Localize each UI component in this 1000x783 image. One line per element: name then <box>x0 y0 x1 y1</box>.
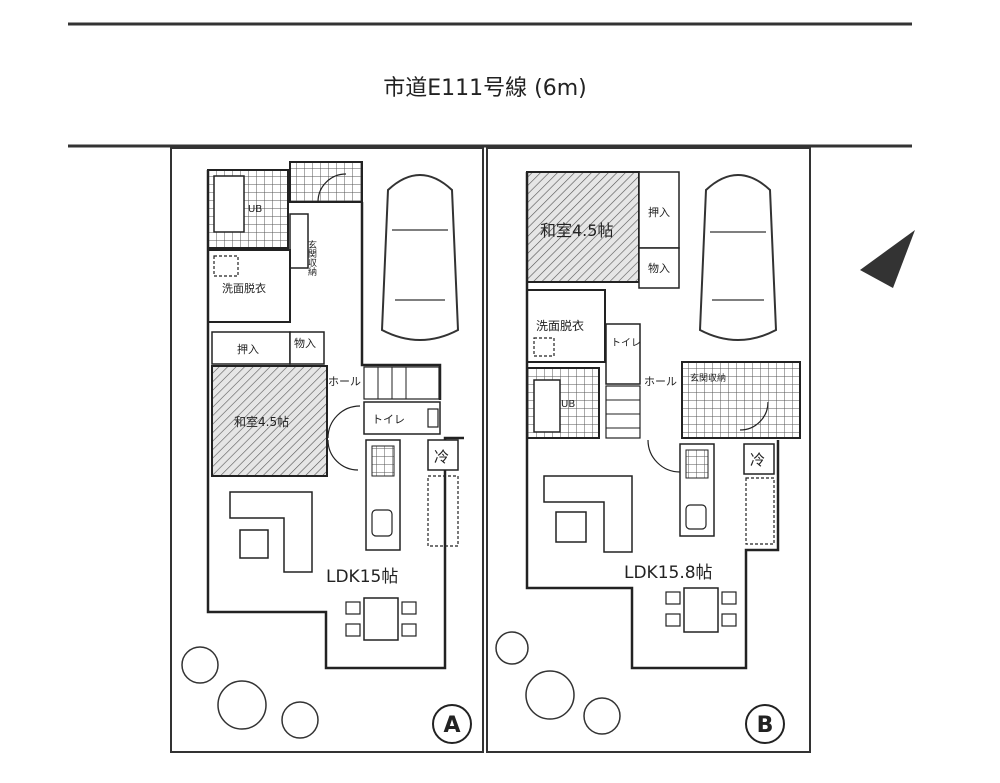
b-label-oshiire: 押入 <box>648 205 670 219</box>
a-sofa <box>229 491 313 573</box>
b-washroom <box>526 289 606 363</box>
b-label-washitsu: 和室4.5帖 <box>540 221 613 240</box>
a-label-ldk: LDK15帖 <box>326 567 398 587</box>
b-label-ldk: LDK15.8帖 <box>624 563 713 583</box>
badge-b: B <box>745 704 785 744</box>
b-stairs <box>605 385 641 439</box>
lot-a <box>170 147 484 753</box>
b-label-washroom: 洗面脱衣 <box>536 318 584 333</box>
a-label-oshiire: 押入 <box>237 342 259 356</box>
b-oshiire <box>638 171 680 249</box>
car-b-icon <box>698 174 778 341</box>
house-a <box>206 161 464 670</box>
a-stairs <box>363 366 440 400</box>
north-arrow-icon <box>860 230 915 288</box>
a-label-ub: UB <box>248 204 262 215</box>
b-washitsu <box>526 171 640 283</box>
lot-b <box>486 147 811 753</box>
a-label-fridge: 冷 <box>434 448 449 466</box>
b-label-ub: UB <box>561 399 575 410</box>
b-label-toilet: トイレ <box>611 338 641 349</box>
a-monoire <box>289 331 325 365</box>
b-label-hall: ホール <box>644 375 677 388</box>
b-label-fridge: 冷 <box>750 451 765 469</box>
a-label-toilet: トイレ <box>372 413 405 426</box>
trees-b-icon <box>495 631 621 735</box>
a-label-hall: ホール <box>328 375 361 388</box>
badge-a: A <box>432 704 472 744</box>
a-label-washroom: 洗面脱衣 <box>222 281 266 295</box>
house-b <box>525 171 801 670</box>
a-label-monoire: 物入 <box>294 336 316 350</box>
b-toilet <box>605 323 641 385</box>
b-sofa <box>543 475 633 553</box>
a-dining-table <box>363 597 399 641</box>
b-fridge-box <box>743 443 775 475</box>
trees-a-icon <box>181 646 319 739</box>
a-washitsu <box>211 365 328 477</box>
b-label-monoire: 物入 <box>648 261 670 275</box>
b-monoire <box>638 247 680 289</box>
a-toilet <box>363 401 441 435</box>
b-entrance <box>681 361 801 439</box>
a-fridge-box <box>427 439 459 471</box>
badge-b-label: B <box>757 713 774 738</box>
b-label-genkan: 玄関収納 <box>690 372 726 384</box>
a-label-washitsu: 和室4.5帖 <box>234 414 289 429</box>
car-a-icon <box>380 174 460 341</box>
a-genkan-storage <box>289 213 309 269</box>
b-dining-table <box>683 587 719 633</box>
road-label: 市道E111号線 (6m) <box>383 76 586 101</box>
badge-a-label: A <box>443 713 460 738</box>
a-label-genkan: 玄関収納 <box>306 239 317 277</box>
